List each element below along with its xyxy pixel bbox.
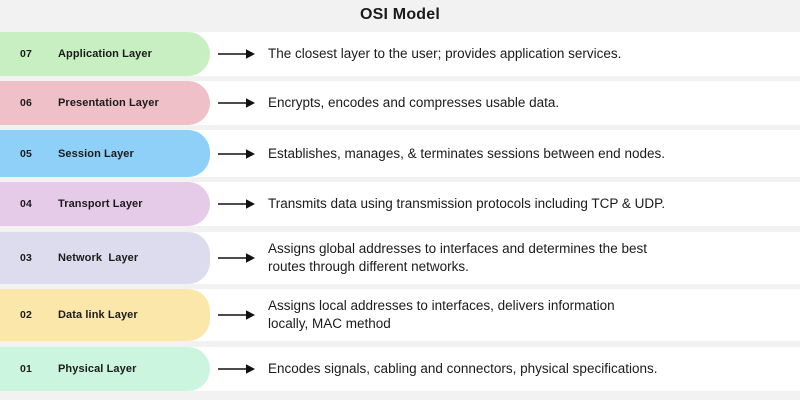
layer-pill[interactable]: 07 Application Layer (0, 32, 210, 76)
layer-pill[interactable]: 01 Physical Layer (0, 347, 210, 391)
layer-description: The closest layer to the user; provides … (268, 46, 622, 62)
layer-row[interactable]: 07 Application Layer The closest layer to … (0, 32, 800, 76)
layer-description: Establishes, manages, & terminates sessi… (268, 145, 665, 161)
layer-row[interactable]: 06 Presentation Layer Encrypts, encodes an… (0, 81, 800, 125)
layer-number: 03 (20, 252, 33, 264)
layer-description: Encodes signals, cabling and connectors,… (268, 361, 658, 377)
layer-pill[interactable]: 04 Transport Layer (0, 182, 210, 226)
layer-name: Session Layer (58, 147, 134, 160)
layer-row[interactable]: 01 Physical Layer Encodes signals, cabling… (0, 347, 800, 391)
layer-row[interactable]: 03 Network Layer Assigns global addresses … (0, 232, 800, 284)
arrow-right-icon (218, 148, 255, 159)
layer-row[interactable]: 02 Data link Layer Assigns local addresses… (0, 289, 800, 341)
layer-pill[interactable]: 05 Session Layer (0, 130, 210, 177)
layer-number: 04 (20, 198, 33, 210)
layer-name: Physical Layer (58, 363, 137, 375)
layer-pill[interactable]: 06 Presentation Layer (0, 81, 210, 125)
arrow-right-icon (218, 310, 255, 320)
layer-name: Network Layer (58, 252, 139, 264)
layer-name: Transport Layer (58, 198, 143, 210)
layer-name: Presentation Layer (58, 97, 159, 109)
layer-pill[interactable]: 03 Network Layer (0, 232, 210, 284)
arrow-right-icon (218, 49, 255, 59)
layer-description: Transmits data using transmission protoc… (268, 196, 666, 212)
page-title: OSI Model (359, 6, 441, 23)
arrow-right-icon (218, 199, 255, 209)
layer-description: Encrypts, encodes and compresses usable … (268, 95, 560, 111)
layer-number: 06 (20, 97, 33, 109)
layer-description: Assigns global addresses to interfaces a… (268, 241, 647, 274)
layer-row[interactable]: 05 Session Layer Establishes, manages, & t… (0, 130, 800, 177)
layer-description: Assigns local addresses to interfaces, d… (268, 298, 615, 331)
arrow-right-icon (218, 364, 255, 374)
layer-number: 07 (20, 48, 33, 60)
arrow-right-icon (218, 98, 255, 108)
layer-name: Application Layer (58, 48, 152, 60)
layer-number: 05 (20, 147, 33, 160)
layer-row[interactable]: 04 Transport Layer Transmits data using tr… (0, 182, 800, 226)
arrow-right-icon (218, 253, 255, 263)
layer-number: 02 (20, 309, 33, 321)
layer-name: Data link Layer (58, 309, 138, 321)
layer-pill[interactable]: 02 Data link Layer (0, 289, 210, 341)
layer-number: 01 (20, 363, 33, 375)
